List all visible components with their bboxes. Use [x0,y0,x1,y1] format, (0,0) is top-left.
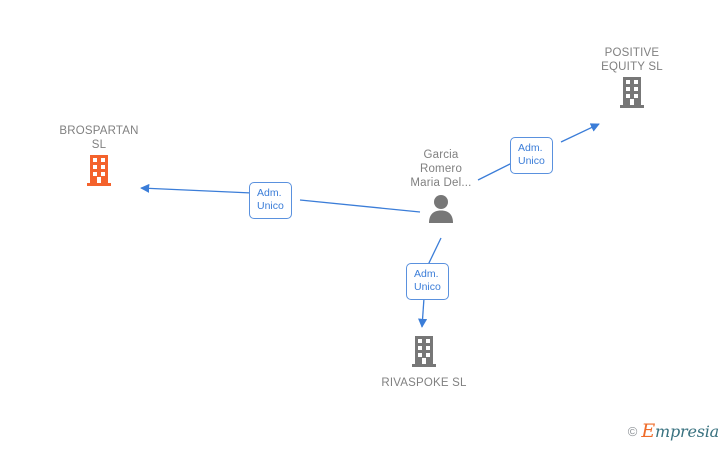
edge-to-brospartan[interactable] [140,183,421,213]
node-label-brospartan: BROSPARTAN SL [59,125,139,151]
edge-label-positive-equity[interactable]: Adm. Unico [510,137,553,174]
empresia-logo-rest: mpresia [655,422,719,441]
edge-to-rivaspoke[interactable] [418,237,442,328]
node-label-rivaspoke: RIVASPOKE SL [381,377,467,389]
copyright-icon: © [627,424,638,439]
building-icon [412,336,436,372]
node-label-garcia-romero: Garcia Romero Maria Del... [410,149,472,189]
empresia-watermark: © Empresia [628,422,719,441]
building-icon [620,77,644,113]
building-icon [87,155,111,191]
edge-to-positive-equity[interactable] [477,123,600,181]
edge-label-brospartan[interactable]: Adm. Unico [249,182,292,219]
person-icon [426,193,456,228]
empresia-logo-initial: E [641,420,655,442]
node-positive-equity[interactable]: POSITIVE EQUITY SL [557,46,707,113]
node-rivaspoke[interactable]: RIVASPOKE SL [349,333,499,390]
node-brospartan[interactable]: BROSPARTAN SL [24,124,174,191]
empresia-logo: Empresia [641,422,719,441]
node-garcia-romero[interactable]: Garcia Romero Maria Del... [366,148,516,228]
node-label-positive-equity: POSITIVE EQUITY SL [601,47,663,73]
edge-label-rivaspoke[interactable]: Adm. Unico [406,263,449,300]
